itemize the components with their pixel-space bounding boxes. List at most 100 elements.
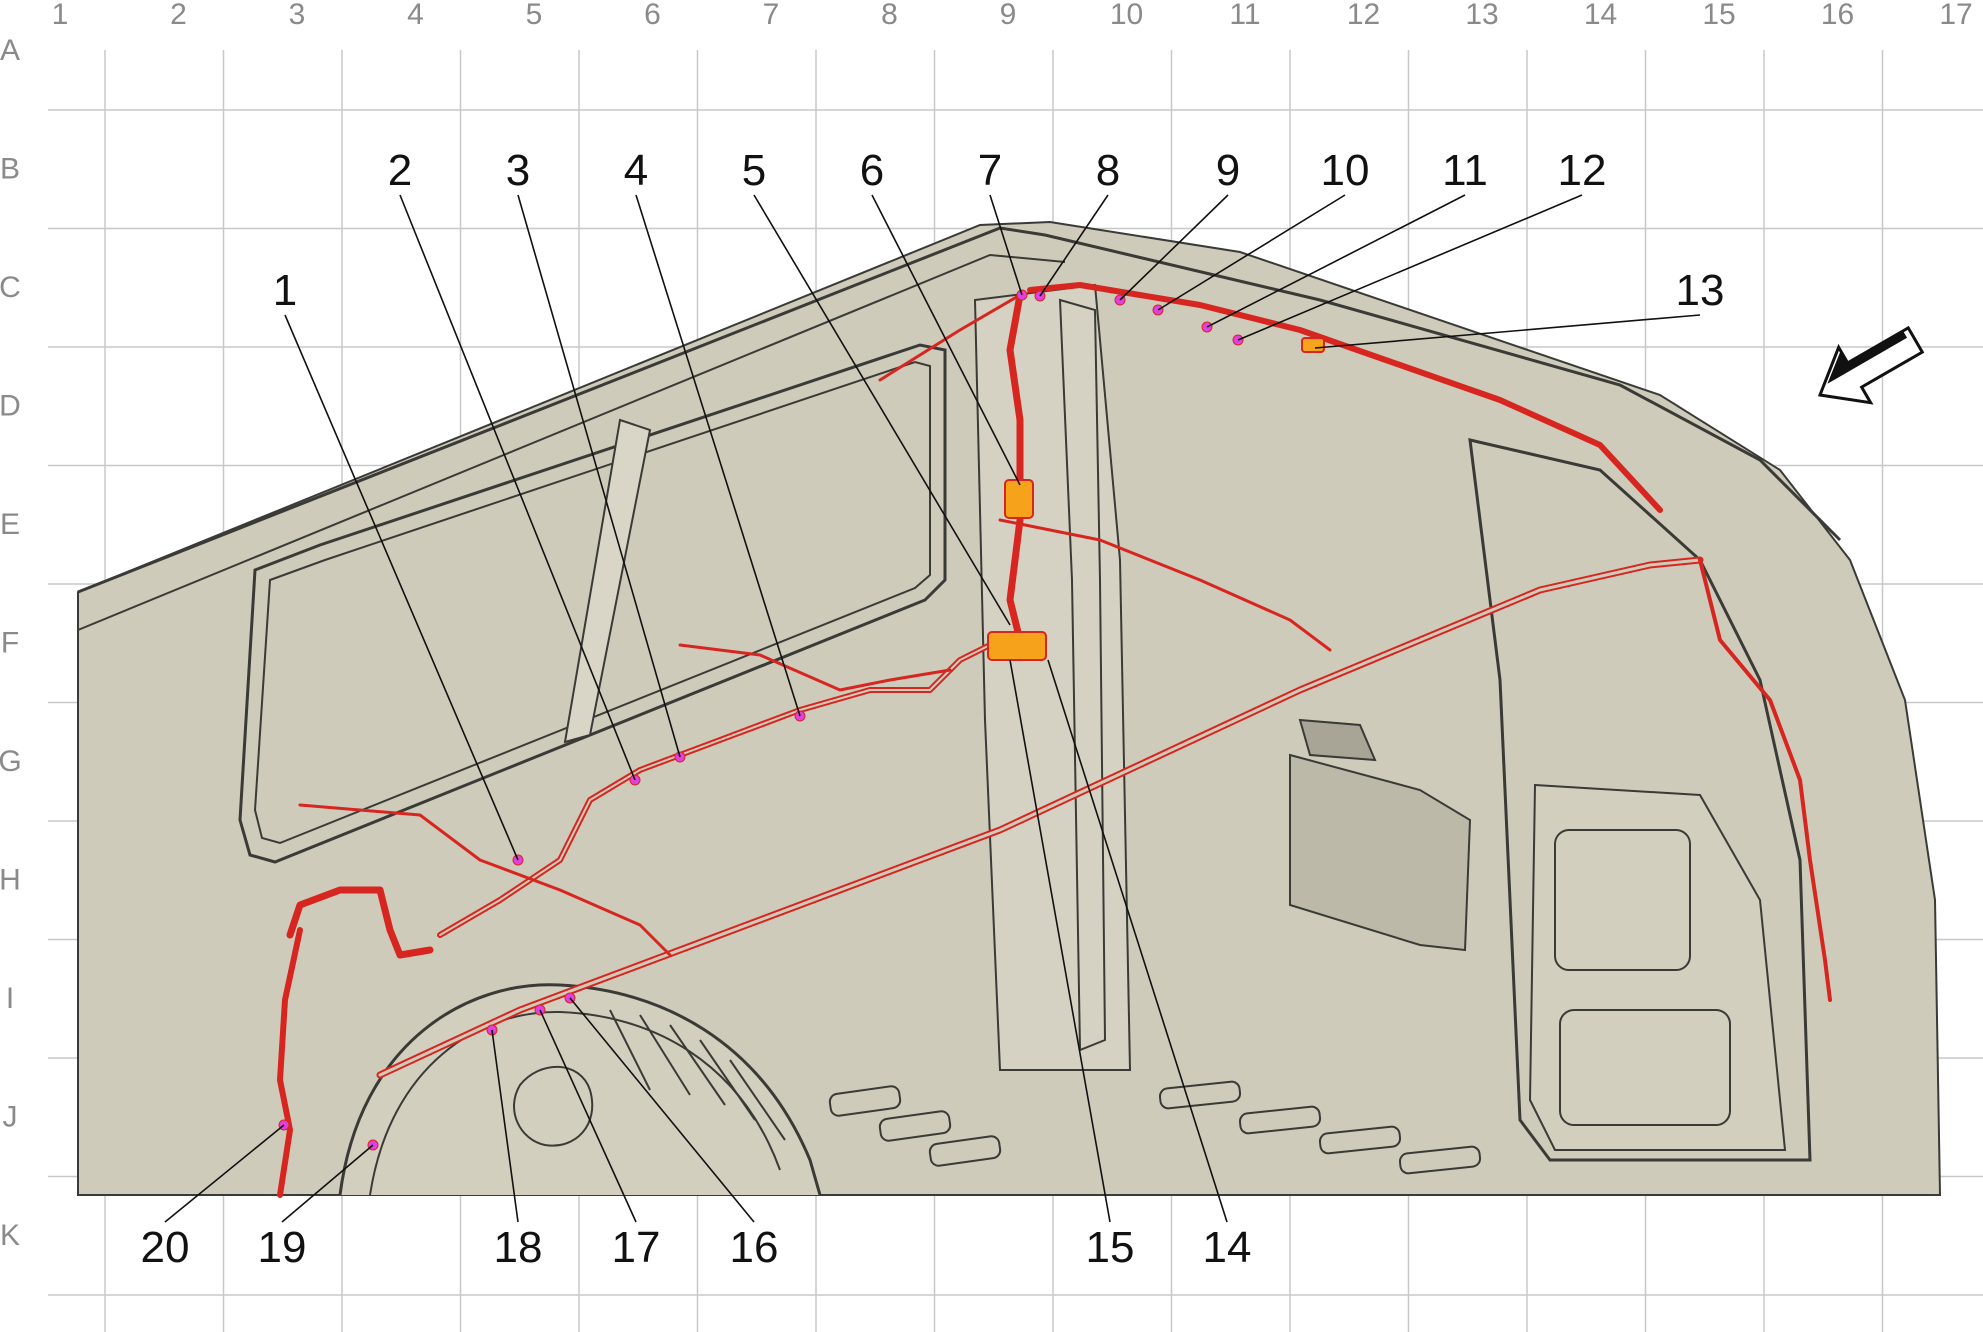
floor-ribs — [828, 1080, 1482, 1175]
grid-column-label: 7 — [763, 0, 780, 31]
callout-15: 15 — [1086, 1223, 1135, 1272]
callout-9: 9 — [1216, 146, 1240, 195]
roof-connector — [1301, 337, 1325, 353]
control-module — [1289, 753, 1472, 952]
callout-leader-11 — [1206, 194, 1466, 328]
callout-leader-17 — [539, 1009, 637, 1223]
vehicle-body-illustration — [77, 220, 1942, 1196]
grid-column-label: 17 — [1939, 0, 1972, 31]
callout-leader-4 — [635, 194, 801, 717]
callout-leader-8 — [1039, 194, 1109, 297]
grid-column-label: 12 — [1347, 0, 1380, 31]
callout-19: 19 — [258, 1223, 307, 1272]
callout-20: 20 — [141, 1223, 190, 1272]
callout-17: 17 — [612, 1223, 661, 1272]
grid-row-label: H — [0, 864, 21, 897]
front-direction-arrow-icon — [1817, 325, 1925, 405]
grid-row-label: D — [0, 390, 21, 423]
junction-block-lower — [987, 631, 1047, 661]
callout-leader-lines — [164, 194, 1701, 1223]
grid-row-label: F — [1, 627, 19, 660]
harness-left-loop — [286, 886, 434, 959]
callout-12: 12 — [1558, 146, 1607, 195]
b-pillar-inner — [1058, 298, 1107, 1052]
rear-door-lower-cutout — [1559, 1009, 1731, 1126]
callout-leader-1 — [284, 314, 519, 861]
grid-column-label: 8 — [881, 0, 898, 31]
callout-4: 4 — [624, 146, 648, 195]
module-bracket — [1298, 718, 1377, 762]
grid-column-label: 16 — [1821, 0, 1854, 31]
grid-row-label: C — [0, 271, 21, 304]
grid-column-label: 6 — [644, 0, 661, 31]
wheel-arch-ribs — [609, 1009, 786, 1141]
wheel-arch-inner — [369, 1010, 781, 1196]
callout-5: 5 — [742, 146, 766, 195]
callout-leader-20 — [164, 1124, 285, 1223]
grid-row-label: I — [6, 982, 14, 1015]
grid-column-label: 9 — [1000, 0, 1017, 31]
grid-column-label: 13 — [1465, 0, 1498, 31]
harness-upper-branch — [678, 643, 952, 692]
callout-leader-12 — [1237, 194, 1583, 341]
callout-leader-16 — [569, 997, 755, 1223]
harness-main-rear-run-core — [378, 558, 1702, 1077]
grid-column-label: 2 — [170, 0, 187, 31]
rear-door-panel — [1528, 783, 1787, 1151]
harness-window-branch — [298, 803, 672, 957]
callout-10: 10 — [1321, 146, 1370, 195]
callout-leader-3 — [517, 194, 681, 758]
grid-row-labels: ABCDEFGHIJKL — [0, 34, 22, 1252]
wiring-harness — [277, 282, 1832, 1198]
callout-18: 18 — [494, 1223, 543, 1272]
grid-row-label: B — [0, 153, 20, 186]
junction-block-upper — [1004, 479, 1034, 519]
grid-row-label: K — [0, 1219, 20, 1252]
callout-14: 14 — [1203, 1223, 1252, 1272]
grid-column-label: 15 — [1702, 0, 1735, 31]
grid-row-label: J — [3, 1101, 18, 1134]
grid-column-label: 5 — [526, 0, 543, 31]
callout-leader-19 — [281, 1144, 374, 1223]
callout-8: 8 — [1096, 146, 1120, 195]
callout-11: 11 — [1442, 146, 1488, 195]
grid-column-label: 4 — [407, 0, 424, 31]
rear-door-window — [1554, 829, 1691, 971]
harness-roof-run — [1027, 282, 1663, 513]
callout-3: 3 — [506, 146, 530, 195]
grid-column-label: 3 — [289, 0, 306, 31]
callout-leader-13 — [1314, 314, 1701, 349]
callout-7: 7 — [978, 146, 1002, 195]
harness-pillar-vertical — [1006, 291, 1024, 644]
grid-column-label: 10 — [1110, 0, 1143, 31]
callout-2: 2 — [388, 146, 412, 195]
callout-leader-15 — [1009, 659, 1111, 1223]
grid-row-label: A — [0, 34, 20, 67]
callout-leader-9 — [1119, 194, 1229, 301]
callout-13: 13 — [1676, 266, 1725, 315]
grid-row-label: G — [0, 745, 22, 778]
highlighted-components — [987, 337, 1325, 661]
window-pillar — [563, 418, 652, 744]
grid-column-label: 1 — [52, 0, 69, 31]
grid-column-label: 11 — [1229, 0, 1260, 31]
callout-1: 1 — [273, 266, 297, 315]
callout-leader-2 — [399, 194, 636, 781]
grid-row-label: E — [0, 508, 20, 541]
callout-leader-5 — [753, 194, 1011, 626]
harness-side-branch-core — [439, 639, 1001, 936]
callout-16: 16 — [730, 1223, 779, 1272]
grid-column-label: 14 — [1584, 0, 1617, 31]
harness-pillar-cross — [998, 518, 1332, 652]
harness-left-down — [277, 927, 303, 1198]
spare-wheel-mount — [513, 1065, 594, 1147]
callout-leader-10 — [1157, 194, 1346, 311]
callout-leader-18 — [491, 1029, 519, 1223]
callout-leader-7 — [989, 194, 1023, 296]
roof-inner-edge — [77, 253, 1066, 631]
rear-door-opening — [1468, 438, 1812, 1162]
callout-leader-14 — [1047, 659, 1228, 1223]
